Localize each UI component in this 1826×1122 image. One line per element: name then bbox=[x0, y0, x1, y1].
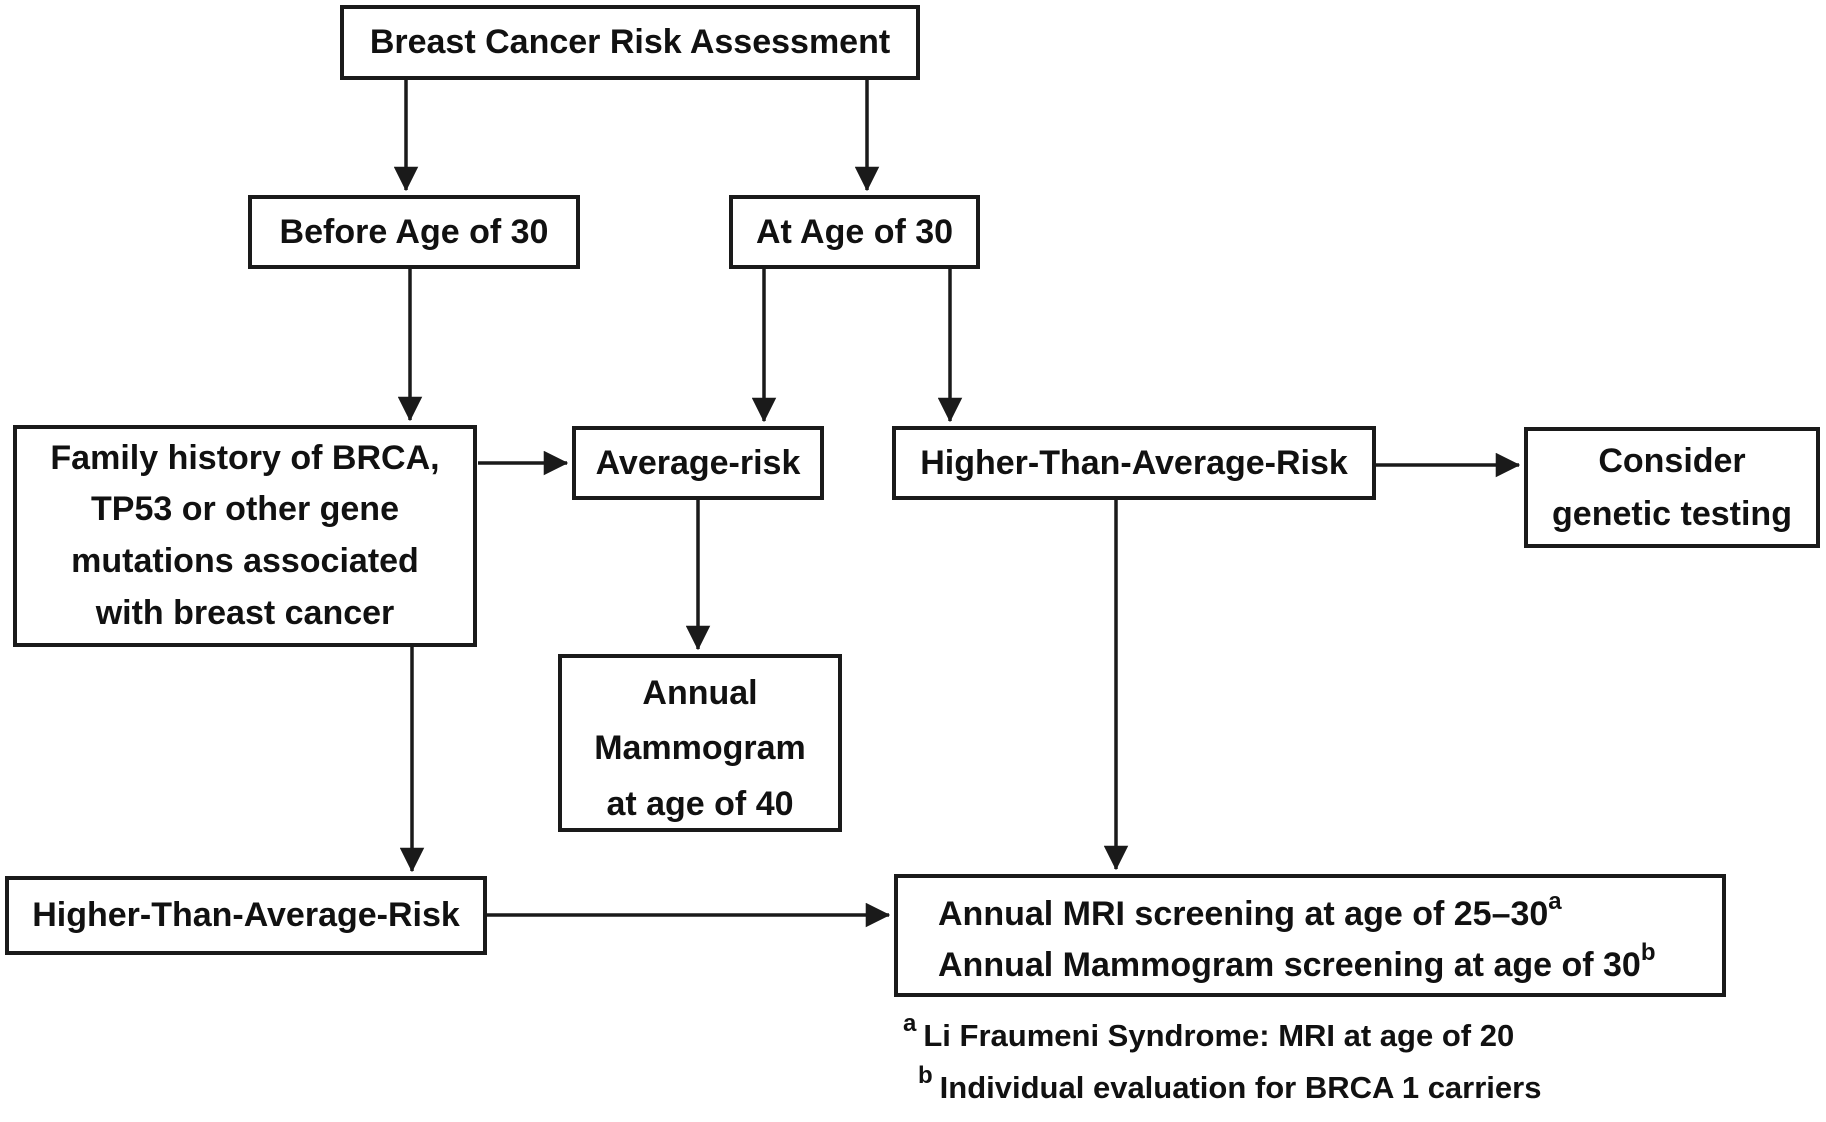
node-annual-mammogram-40: Annual Mammogram at age of 40 bbox=[558, 654, 842, 832]
screening-line-mri: Annual MRI screening at age of 25–30a bbox=[938, 889, 1562, 940]
node-label-line: Consider bbox=[1598, 441, 1746, 480]
screening-line-mammogram-text: Annual Mammogram screening at age of 30 bbox=[938, 946, 1641, 984]
node-before-age-30: Before Age of 30 bbox=[248, 195, 580, 269]
node-label-line: TP53 or other gene bbox=[91, 490, 399, 529]
node-label-line: Family history of BRCA, bbox=[50, 438, 440, 477]
footnote-b-marker: b bbox=[918, 1061, 933, 1089]
node-consider-genetic-testing: Consider genetic testing bbox=[1524, 427, 1820, 548]
node-average-risk: Average-risk bbox=[572, 426, 824, 500]
node-at-age-30: At Age of 30 bbox=[729, 195, 980, 269]
node-label-line: at age of 40 bbox=[606, 784, 794, 823]
node-higher-than-average-risk-left: Higher-Than-Average-Risk bbox=[5, 876, 487, 955]
node-label-line: Mammogram bbox=[594, 729, 806, 768]
footnote-b-text: Individual evaluation for BRCA 1 carrier… bbox=[939, 1070, 1542, 1105]
node-label-line: Annual bbox=[642, 674, 758, 713]
screening-line-mammogram: Annual Mammogram screening at age of 30b bbox=[938, 940, 1656, 991]
node-label: Before Age of 30 bbox=[279, 212, 549, 251]
node-higher-than-average-risk: Higher-Than-Average-Risk bbox=[892, 426, 1376, 500]
node-label: At Age of 30 bbox=[755, 212, 954, 251]
node-family-history: Family history of BRCA, TP53 or other ge… bbox=[13, 425, 477, 647]
node-label: Average-risk bbox=[595, 443, 801, 482]
node-label-line: with breast cancer bbox=[95, 593, 395, 632]
footnote-marker-b: b bbox=[1640, 938, 1656, 966]
node-screening-recommendations: Annual MRI screening at age of 25–30a An… bbox=[894, 874, 1726, 997]
node-breast-cancer-risk-assessment: Breast Cancer Risk Assessment bbox=[340, 5, 920, 80]
footnote-marker-a: a bbox=[1548, 887, 1562, 915]
footnote-a-marker: a bbox=[903, 1009, 917, 1037]
node-label: Higher-Than-Average-Risk bbox=[32, 896, 460, 934]
node-label-line: mutations associated bbox=[71, 542, 419, 580]
node-label: Breast Cancer Risk Assessment bbox=[369, 23, 891, 61]
node-label: Higher-Than-Average-Risk bbox=[920, 443, 1348, 482]
screening-line-mri-text: Annual MRI screening at age of 25–30 bbox=[938, 895, 1549, 933]
footnote-a-text: Li Fraumeni Syndrome: MRI at age of 20 bbox=[923, 1018, 1515, 1053]
node-label-line: genetic testing bbox=[1552, 494, 1792, 533]
